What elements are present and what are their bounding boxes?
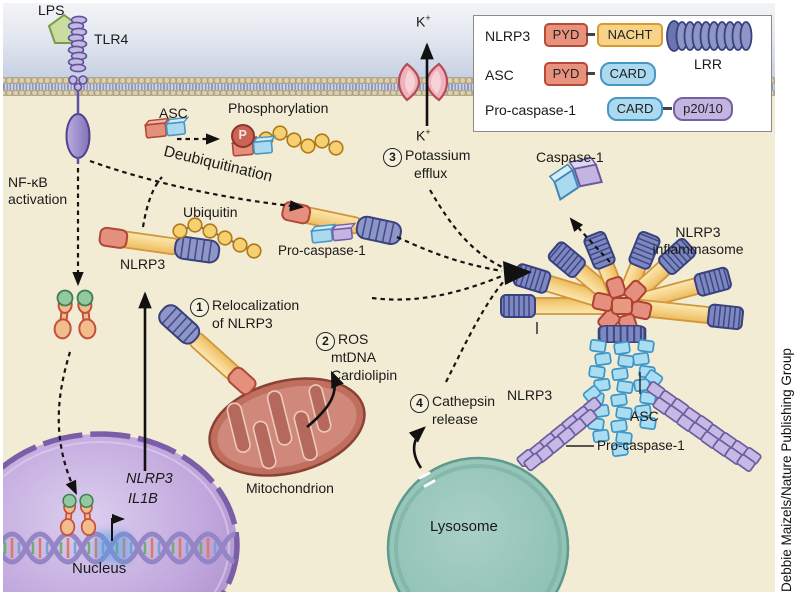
- deubiquitination-branch: [141, 176, 163, 228]
- nfkb-dimer: [52, 289, 98, 341]
- solid-arrows: [138, 42, 434, 471]
- tlr4-label: TLR4: [94, 31, 129, 47]
- legend-asc-card-chip: CARD: [600, 62, 656, 86]
- phosphate-letter: P: [238, 128, 247, 142]
- ubiquitin-label: Ubiquitin: [183, 204, 238, 220]
- cell-scene: LPS TLR4 NF-κB activation ASC Phosphoryl…: [0, 0, 775, 595]
- gene-nlrp3-label: NLRP3: [126, 471, 173, 487]
- assembly-arrowhead: [503, 261, 532, 285]
- legend-procasp-card-chip: CARD: [607, 97, 663, 121]
- legend-nlrp3-pyd-chip: PYD: [544, 23, 588, 47]
- k-plus-top-label: K+: [416, 13, 431, 30]
- lipid-heads-outer: [0, 77, 775, 84]
- step4-number: 4: [410, 394, 429, 413]
- gene-il1b-label: IL1B: [128, 491, 158, 507]
- step3-line1: Potassium: [405, 147, 471, 163]
- k-plus-bottom-label: K+: [416, 127, 431, 144]
- nfkb-to-nucleus-arrow: [57, 351, 77, 495]
- nucleus-label: Nucleus: [72, 560, 127, 577]
- converge-path-4: [445, 280, 505, 383]
- deubiquitination-arrow: [89, 159, 305, 212]
- lipid-heads-inner: [0, 89, 775, 96]
- legend-link-3: [663, 107, 672, 110]
- mitochondrion-label: Mitochondrion: [246, 480, 334, 496]
- nlrp3-label: NLRP3: [120, 256, 166, 272]
- tlr4-receptor: [47, 13, 91, 164]
- ubiquitin-chain: [172, 217, 262, 259]
- lysosome: [386, 456, 570, 595]
- lipid-tails: [0, 83, 775, 90]
- potassium-channel: [397, 62, 449, 102]
- inflammasome-nlrp3-label: NLRP3: [507, 387, 553, 403]
- nucleus: [0, 431, 240, 595]
- legend-lrr-label: LRR: [694, 56, 723, 72]
- converge-path-2: [429, 189, 503, 268]
- step4-line1: Cathepsin: [432, 393, 496, 409]
- step1-number: 1: [190, 298, 209, 317]
- lysosome-rupture: [418, 471, 436, 488]
- lps-label: LPS: [38, 2, 65, 18]
- step2-line1: ROS: [338, 331, 369, 347]
- legend-procasp-name: Pro-caspase-1: [485, 102, 577, 118]
- leader-lines: [536, 322, 641, 447]
- legend-lrr-coil: [666, 20, 753, 52]
- caspase-1-molecule: [548, 157, 604, 201]
- diagram-art: [0, 13, 763, 595]
- phosphorylation-label: Phosphorylation: [228, 100, 329, 116]
- legend-nlrp3-name: NLRP3: [485, 28, 531, 44]
- caspase-1-release-arrow: [569, 217, 611, 263]
- caspase-1-label: Caspase-1: [536, 149, 604, 165]
- step2-line3: Cardiolipin: [331, 367, 398, 383]
- phosphate-badge: [231, 124, 255, 148]
- step3-number: 3: [383, 148, 402, 167]
- asc-label: ASC: [159, 105, 188, 121]
- step2-number: 2: [316, 332, 335, 351]
- lysosome-label: Lysosome: [430, 518, 498, 535]
- ros-release-arrow: [306, 370, 344, 429]
- inflammasome-label: NLRP3 inflammasome: [652, 224, 744, 257]
- legend-link-1: [586, 33, 595, 36]
- pro-caspase-1-label: Pro-caspase-1: [278, 243, 366, 258]
- inflammasome-procasp-label: Pro-caspase-1: [597, 438, 685, 453]
- dashed-arrows: [57, 133, 611, 495]
- legend-nlrp3-nacht-chip: NACHT: [597, 23, 663, 47]
- legend-asc-pyd-chip: PYD: [544, 62, 588, 86]
- converge-path-3: [371, 274, 503, 301]
- nlrp3-inflammasome: [500, 229, 763, 473]
- transcription-start-arrow: [111, 513, 125, 541]
- promoter-highlight: [95, 531, 131, 563]
- nfkb-activation-label: NF-κB activation: [8, 174, 68, 207]
- asc-phosphorylated: [231, 124, 344, 157]
- domain-legend: NLRP3 PYD NACHT LRR ASC PYD CARD Pro-cas: [473, 15, 772, 132]
- cathepsin-release-arrow: [408, 426, 426, 469]
- step4-line2: release: [432, 411, 478, 427]
- inflammasome-asc-label: ASC: [630, 408, 659, 424]
- legend-asc-name: ASC: [485, 67, 514, 83]
- legend-link-2: [586, 72, 595, 75]
- legend-procasp-p2010-chip: p20/10: [673, 97, 733, 121]
- credit-line: Debbie Maizels/Nature Publishing Group: [779, 348, 794, 592]
- right-margin: [775, 0, 800, 595]
- step2-line2: mtDNA: [331, 349, 377, 365]
- converge-path-1: [396, 236, 503, 273]
- mitochondrion: [208, 377, 366, 477]
- step1-line1: Relocalization: [212, 297, 300, 313]
- step1-line2: of NLRP3: [212, 315, 273, 331]
- step3-line2: efflux: [414, 165, 448, 181]
